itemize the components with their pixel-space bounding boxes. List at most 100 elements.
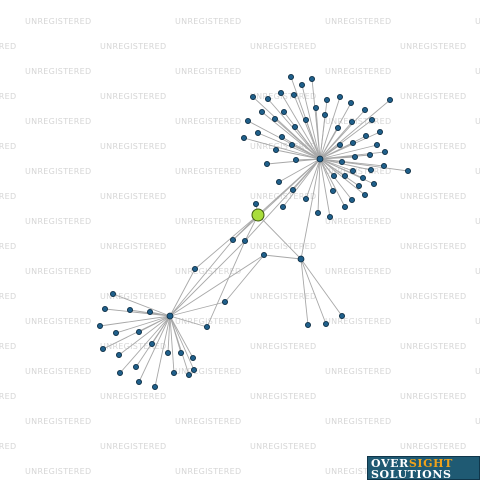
node-upper-leaf[interactable] xyxy=(244,118,251,125)
node-lower-leaf[interactable] xyxy=(113,329,120,336)
node-upper-leaf[interactable] xyxy=(314,209,321,216)
node-upper-leaf[interactable] xyxy=(373,141,380,148)
node-upper-leaf[interactable] xyxy=(254,129,261,136)
node-upper-leaf[interactable] xyxy=(277,90,284,97)
node-upper-leaf[interactable] xyxy=(361,107,368,114)
node-lower-leaf[interactable] xyxy=(110,290,117,297)
node-upper-hub[interactable] xyxy=(316,155,324,163)
node-upper-leaf[interactable] xyxy=(347,100,354,107)
node-upper-leaf[interactable] xyxy=(288,141,295,148)
node-lower-leaf[interactable] xyxy=(117,369,124,376)
watermark-text: UNREGISTERED xyxy=(475,417,480,426)
node-upper-leaf[interactable] xyxy=(336,141,343,148)
node-middle-leaf[interactable] xyxy=(304,321,311,328)
node-upper-leaf[interactable] xyxy=(291,124,298,131)
node-middle-leaf[interactable] xyxy=(260,251,267,258)
node-upper-leaf[interactable] xyxy=(367,166,374,173)
node-lower-leaf[interactable] xyxy=(177,349,184,356)
node-lower-leaf[interactable] xyxy=(221,298,228,305)
node-bridge[interactable] xyxy=(191,265,198,272)
node-upper-leaf[interactable] xyxy=(289,186,296,193)
node-lower-leaf[interactable] xyxy=(185,371,192,378)
node-upper-leaf[interactable] xyxy=(330,172,337,179)
node-upper-leaf[interactable] xyxy=(355,182,362,189)
edge-upper-hub xyxy=(305,158,321,200)
watermark-text: UNREGISTERED xyxy=(100,92,166,101)
node-upper-leaf[interactable] xyxy=(370,180,377,187)
node-upper-leaf[interactable] xyxy=(272,146,279,153)
node-lower-leaf[interactable] xyxy=(170,369,177,376)
node-middle-leaf[interactable] xyxy=(338,312,345,319)
node-upper-leaf[interactable] xyxy=(351,153,358,160)
node-lower-leaf[interactable] xyxy=(203,323,210,330)
node-upper-leaf[interactable] xyxy=(329,187,336,194)
watermark-text: UNREGISTERED xyxy=(325,217,391,226)
watermark-text: UNREGISTERED xyxy=(100,192,166,201)
node-lower-leaf[interactable] xyxy=(127,306,134,313)
node-upper-leaf[interactable] xyxy=(338,158,345,165)
watermark-text: UNREGISTERED xyxy=(0,92,16,101)
node-upper-leaf[interactable] xyxy=(278,133,285,140)
node-bridge[interactable] xyxy=(241,237,248,244)
node-upper-leaf[interactable] xyxy=(290,92,297,99)
node-upper-leaf[interactable] xyxy=(366,151,373,158)
node-upper-leaf[interactable] xyxy=(308,76,315,83)
node-upper-leaf[interactable] xyxy=(341,172,348,179)
node-upper-leaf[interactable] xyxy=(302,195,309,202)
node-upper-leaf[interactable] xyxy=(349,167,356,174)
node-lower-leaf[interactable] xyxy=(116,351,123,358)
node-lower-leaf[interactable] xyxy=(100,345,107,352)
node-upper-leaf[interactable] xyxy=(275,178,282,185)
node-upper-leaf[interactable] xyxy=(321,112,328,119)
node-upper-leaf[interactable] xyxy=(280,109,287,116)
node-lower-leaf[interactable] xyxy=(135,378,142,385)
node-middle-leaf[interactable] xyxy=(322,320,329,327)
node-lower-leaf[interactable] xyxy=(135,328,142,335)
node-upper-leaf[interactable] xyxy=(368,117,375,124)
node-upper-leaf[interactable] xyxy=(271,116,278,123)
node-lower-leaf[interactable] xyxy=(97,322,104,329)
node-upper-leaf[interactable] xyxy=(336,94,343,101)
node-upper-leaf[interactable] xyxy=(381,148,388,155)
node-middle-hub[interactable] xyxy=(297,255,305,263)
node-lower-leaf[interactable] xyxy=(190,366,197,373)
node-bridge[interactable] xyxy=(252,200,259,207)
node-upper-leaf[interactable] xyxy=(302,117,309,124)
node-lower-hub[interactable] xyxy=(166,312,174,320)
node-focus-entity[interactable] xyxy=(251,208,265,222)
node-upper-leaf[interactable] xyxy=(249,94,256,101)
node-upper-leaf[interactable] xyxy=(326,213,333,220)
node-upper-leaf[interactable] xyxy=(298,82,305,89)
watermark-text: UNREGISTERED xyxy=(475,67,480,76)
node-upper-leaf[interactable] xyxy=(349,139,356,146)
node-lower-leaf[interactable] xyxy=(164,349,171,356)
node-upper-leaf[interactable] xyxy=(380,162,387,169)
node-upper-leaf[interactable] xyxy=(264,96,271,103)
node-upper-leaf[interactable] xyxy=(359,174,366,181)
node-upper-leaf[interactable] xyxy=(263,160,270,167)
node-upper-leaf[interactable] xyxy=(258,109,265,116)
node-upper-leaf[interactable] xyxy=(361,191,368,198)
node-upper-leaf[interactable] xyxy=(348,119,355,126)
node-upper-leaf[interactable] xyxy=(341,203,348,210)
node-upper-leaf[interactable] xyxy=(334,125,341,132)
node-upper-leaf[interactable] xyxy=(240,134,247,141)
node-upper-leaf[interactable] xyxy=(292,156,299,163)
node-lower-leaf[interactable] xyxy=(148,340,155,347)
node-lower-leaf[interactable] xyxy=(146,308,153,315)
node-upper-leaf[interactable] xyxy=(386,97,393,104)
node-lower-leaf[interactable] xyxy=(102,305,109,312)
node-upper-leaf[interactable] xyxy=(323,97,330,104)
node-upper-leaf[interactable] xyxy=(404,167,411,174)
node-upper-leaf[interactable] xyxy=(348,196,355,203)
node-lower-leaf[interactable] xyxy=(151,383,158,390)
node-lower-leaf[interactable] xyxy=(189,354,196,361)
watermark-layer: UNREGISTERED UNREGISTERED UNREGISTERED UNRE… xyxy=(0,17,480,476)
node-bridge[interactable] xyxy=(229,236,236,243)
node-lower-leaf[interactable] xyxy=(132,363,139,370)
node-upper-leaf[interactable] xyxy=(279,203,286,210)
node-upper-leaf[interactable] xyxy=(362,132,369,139)
node-upper-leaf[interactable] xyxy=(376,128,383,135)
node-upper-leaf[interactable] xyxy=(287,74,294,81)
node-upper-leaf[interactable] xyxy=(312,105,319,112)
